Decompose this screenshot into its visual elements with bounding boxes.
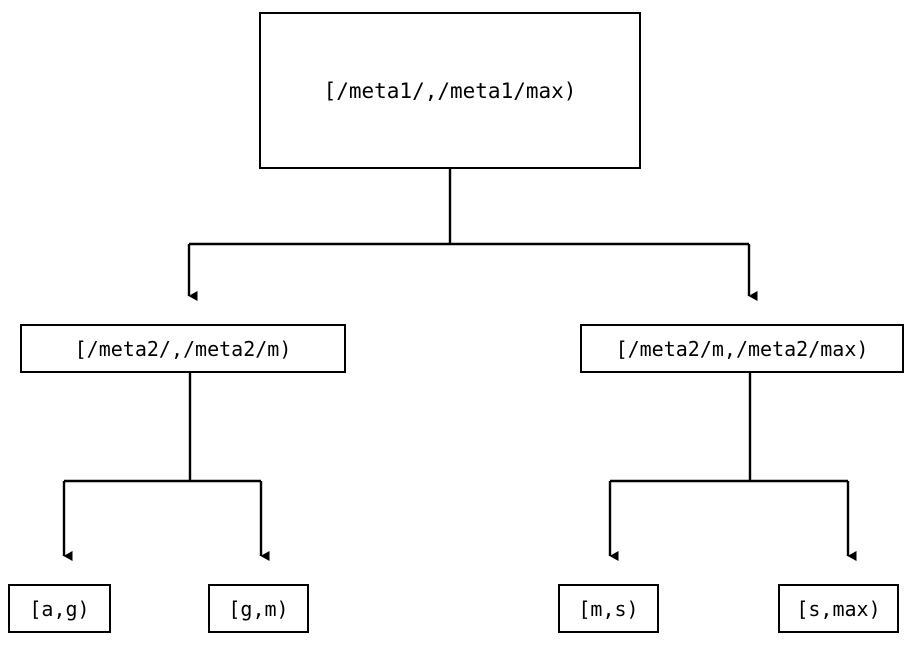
edge-mid-left-to-leaf-gm	[190, 479, 270, 561]
node-leaf-s-max: [s,max)	[778, 584, 899, 633]
node-leaf-a-g: [a,g)	[8, 584, 111, 633]
edge-mid-left-to-leaf-ag	[62, 373, 192, 561]
edge-root-to-mid-left	[187, 169, 452, 301]
edge-mid-right-to-leaf-ms	[608, 373, 752, 561]
edge-root-to-mid-right	[450, 242, 758, 301]
node-leaf-g-m: [g,m)	[208, 584, 309, 633]
node-root: [/meta1/,/meta1/max)	[259, 12, 641, 169]
node-mid-right: [/meta2/m,/meta2/max)	[580, 324, 904, 373]
node-leaf-m-s: [m,s)	[558, 584, 659, 633]
node-mid-left: [/meta2/,/meta2/m)	[20, 324, 346, 373]
edge-mid-right-to-leaf-smax	[750, 479, 857, 561]
